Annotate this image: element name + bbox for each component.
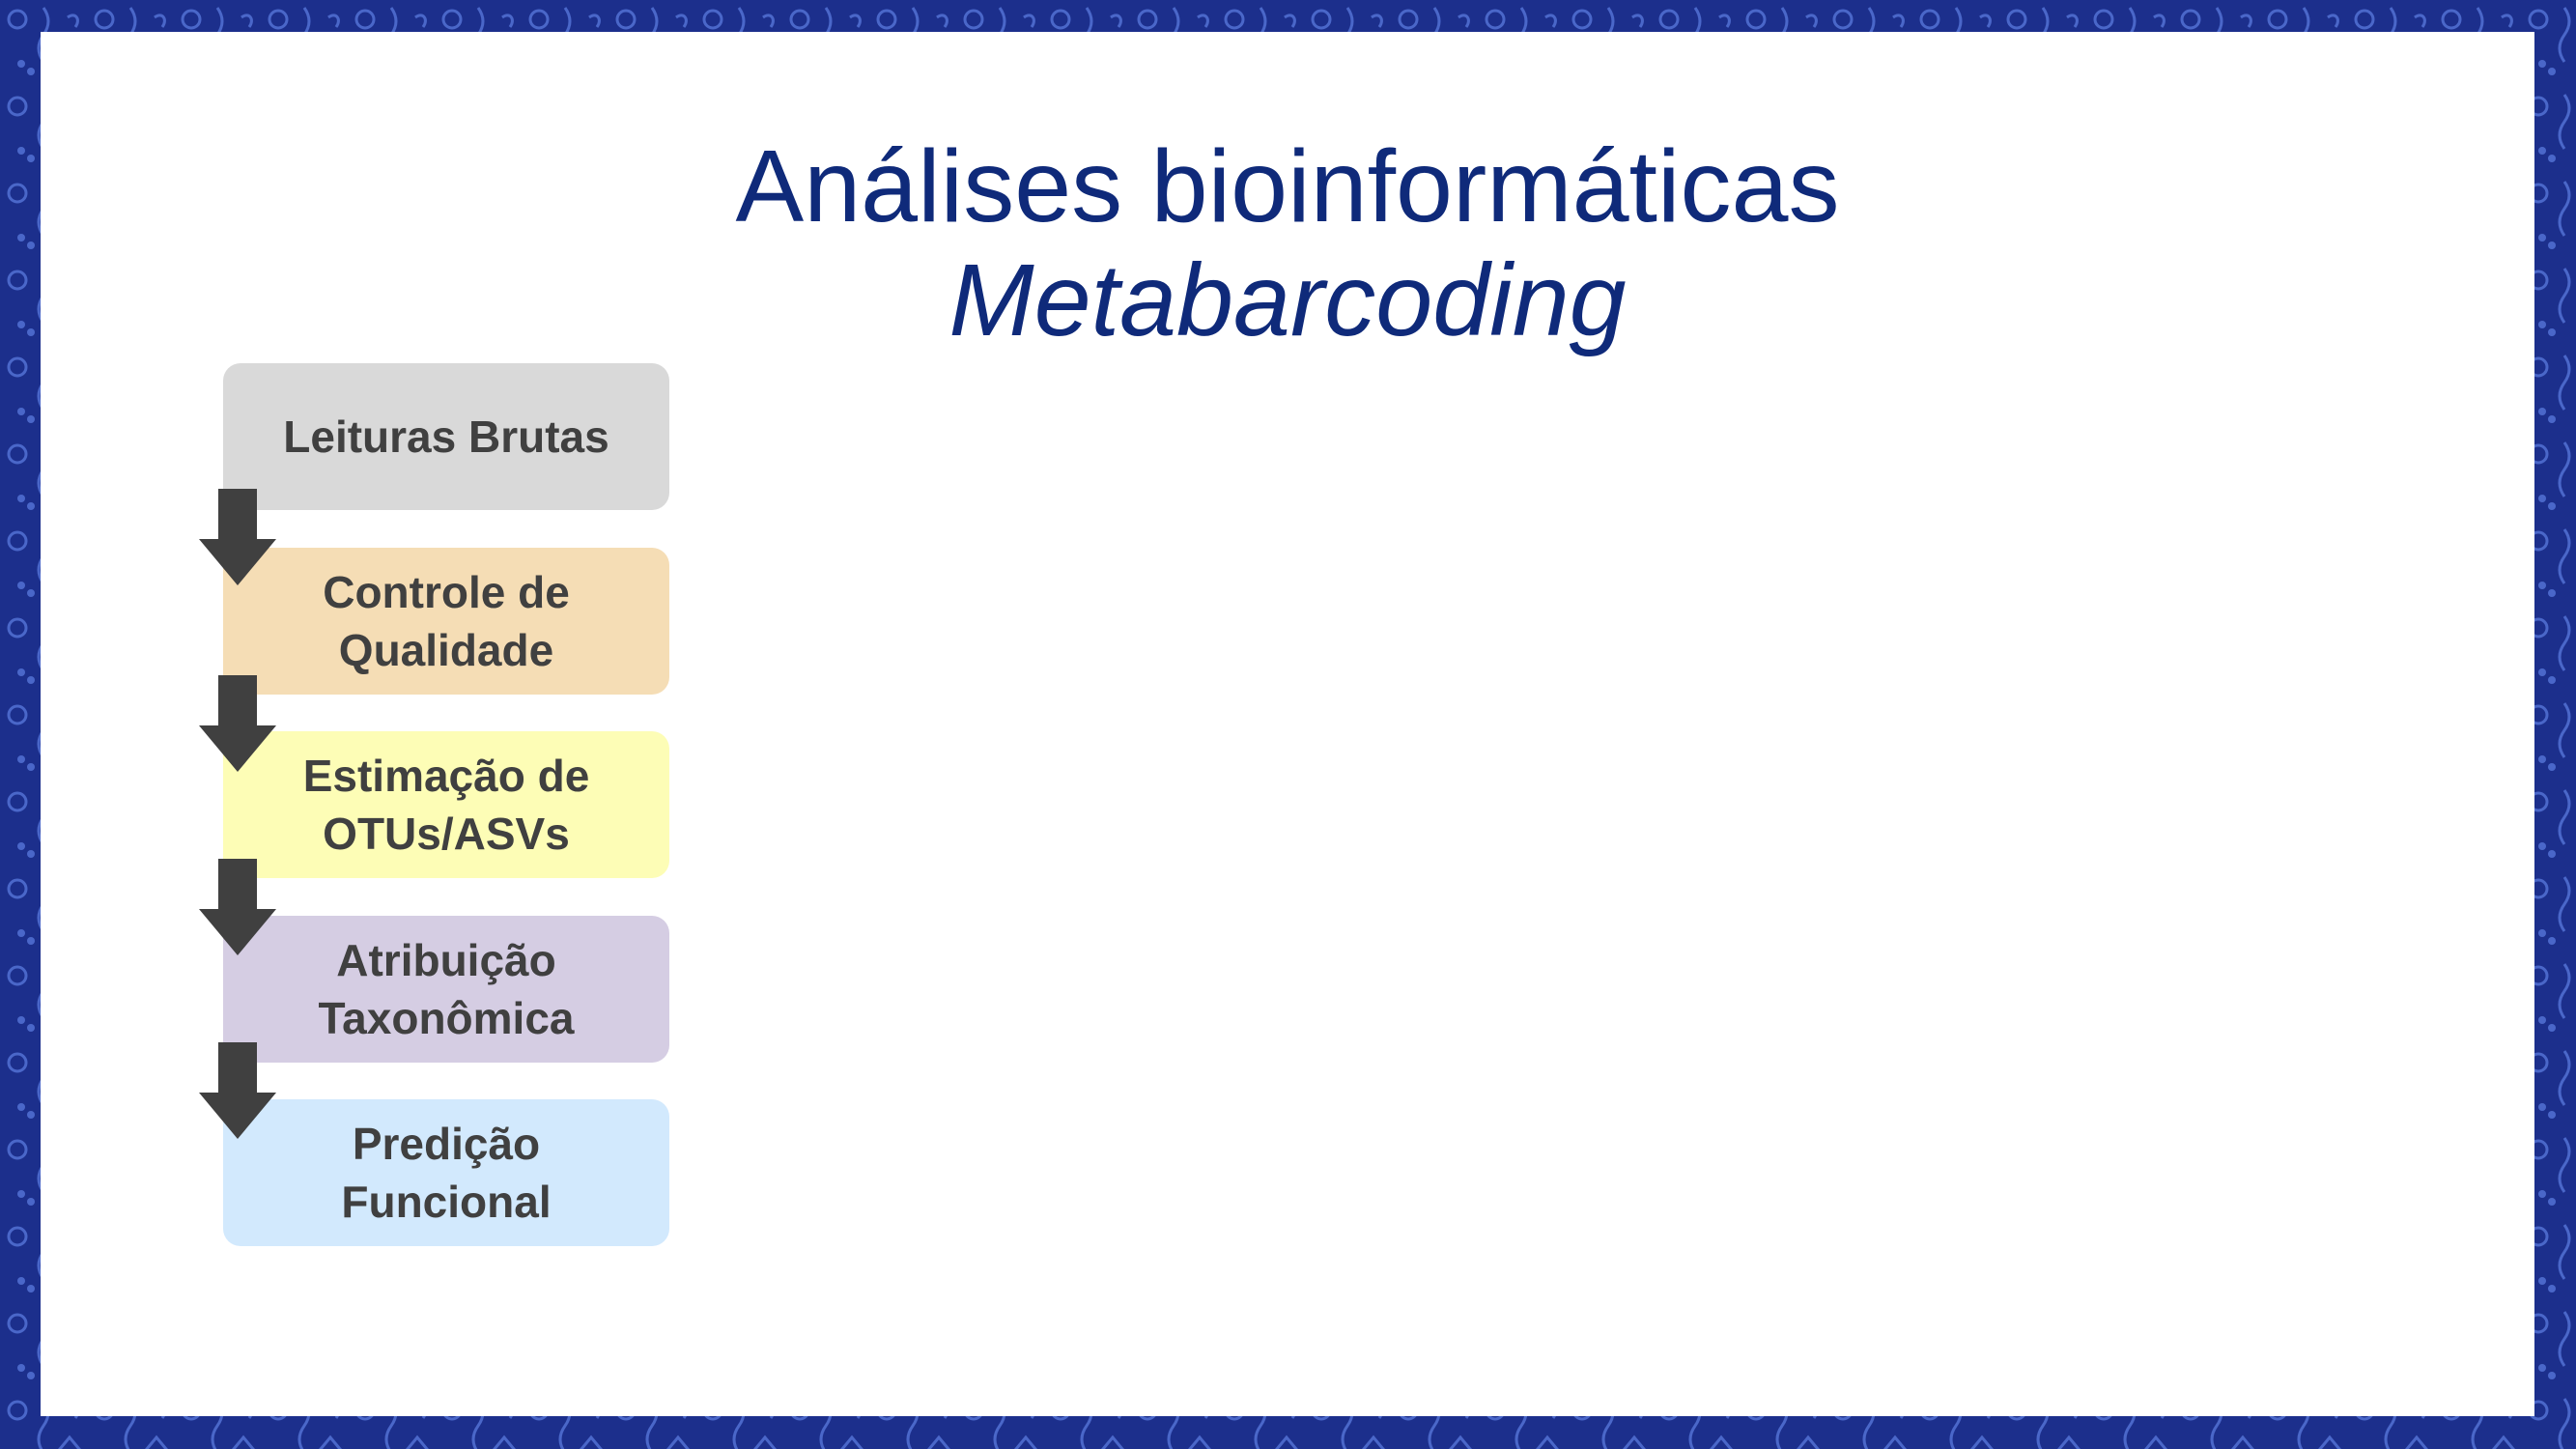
step-quality-control: Controle de Qualidade bbox=[223, 548, 669, 695]
slide-title: Análises bioinformáticas bbox=[735, 129, 1840, 243]
step-otu-asv-estimation: Estimação de OTUs/ASVs bbox=[223, 731, 669, 878]
down-arrow-icon bbox=[199, 1042, 276, 1139]
down-arrow-icon bbox=[199, 675, 276, 772]
step-label: Leituras Brutas bbox=[283, 412, 609, 462]
slide: Análises bioinformáticas Metabarcoding L… bbox=[41, 32, 2534, 1416]
down-arrow-icon bbox=[199, 859, 276, 955]
step-label: Estimação de OTUs/ASVs bbox=[302, 751, 590, 859]
slide-subtitle: Metabarcoding bbox=[948, 243, 1627, 357]
step-label: Predição Funcional bbox=[341, 1119, 552, 1227]
step-functional-prediction: Predição Funcional bbox=[223, 1099, 669, 1246]
step-label: Atribuição Taxonômica bbox=[318, 935, 575, 1043]
step-taxonomic-assignment: Atribuição Taxonômica bbox=[223, 916, 669, 1063]
down-arrow-icon bbox=[199, 489, 276, 585]
step-label: Controle de Qualidade bbox=[323, 567, 570, 675]
step-raw-reads: Leituras Brutas bbox=[223, 363, 669, 510]
